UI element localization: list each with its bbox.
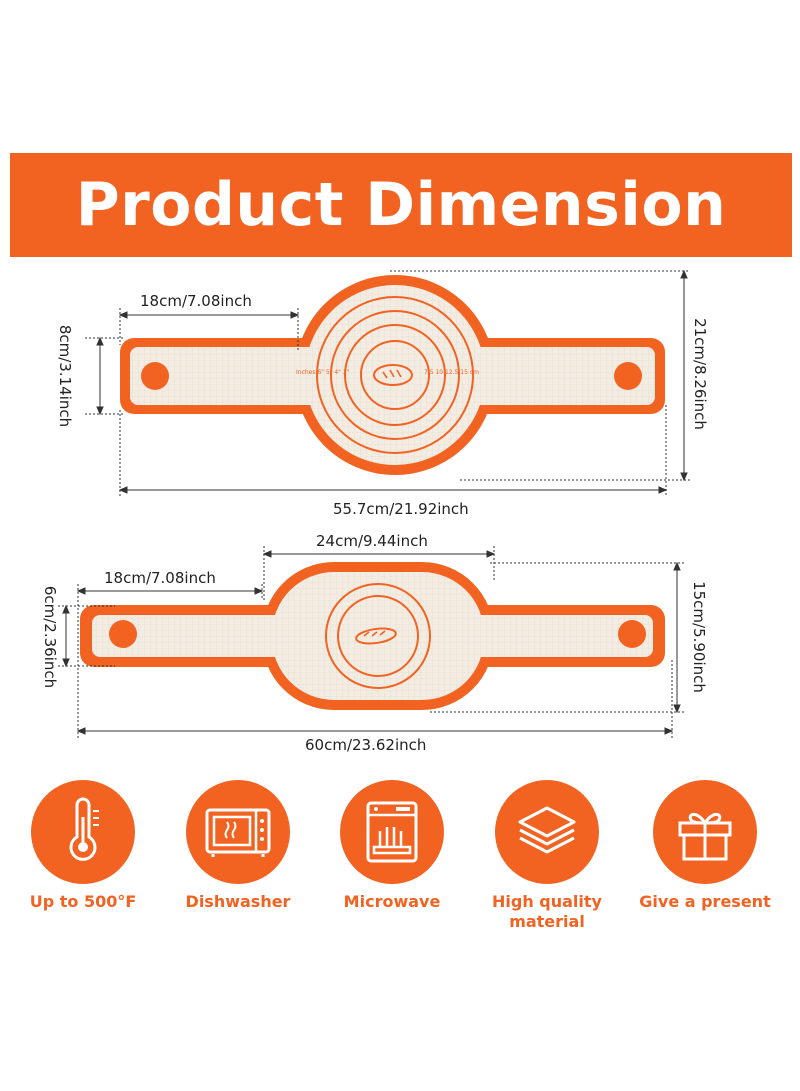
- handle-dot-left: [141, 362, 169, 390]
- oval-center-height-label: 15cm/5.90inch: [690, 581, 708, 693]
- feature-label: High quality material: [492, 892, 602, 931]
- bread-icon: [373, 364, 413, 386]
- feature-gift: Give a present: [630, 780, 780, 912]
- oval-mat-center-fill: [272, 572, 484, 700]
- title-banner: Product Dimension: [10, 153, 792, 257]
- baguette-icon: [355, 627, 397, 645]
- thermometer-icon: [69, 797, 99, 861]
- feature-circle: [495, 780, 599, 884]
- oval-center-width-label: 24cm/9.44inch: [316, 532, 428, 550]
- gift-icon: [678, 813, 732, 861]
- microwave-oven-icon: [205, 808, 271, 857]
- oval-handle-length-label: 18cm/7.08inch: [104, 569, 216, 587]
- feature-temperature: Up to 500°F: [8, 780, 158, 912]
- feature-label: Microwave: [343, 892, 441, 911]
- handle-dot-left: [109, 620, 137, 648]
- product-diagram: [58, 269, 690, 740]
- features-row: Up to 500°F Dishwasher: [0, 780, 800, 940]
- round-mat-dimension-lines: [85, 269, 690, 496]
- round-total-length-label: 55.7cm/21.92inch: [333, 500, 469, 518]
- feature-microwave: Microwave: [317, 780, 467, 912]
- handle-dot-right: [618, 620, 646, 648]
- feature-circle: [653, 780, 757, 884]
- feature-material: High quality material: [472, 780, 622, 932]
- ruler-inches-label: Inches 6" 5" 4" 3": [296, 369, 350, 376]
- feature-label: Give a present: [639, 892, 771, 911]
- feature-circle: [340, 780, 444, 884]
- round-mat: [120, 275, 665, 475]
- round-handle-height-label: 8cm/3.14inch: [56, 324, 74, 428]
- round-handle-length-label: 18cm/7.08inch: [140, 292, 252, 310]
- ruler-cm-label: 7.5 10 12.5 15 cm: [424, 369, 479, 376]
- banner-title: Product Dimension: [75, 170, 727, 240]
- feature-label: Up to 500°F: [29, 892, 137, 911]
- round-circle-height-label: 21cm/8.26inch: [691, 318, 709, 430]
- feature-dishwasher: Dishwasher: [163, 780, 313, 912]
- layers-icon: [518, 806, 576, 854]
- oval-handle-height-label: 6cm/2.36inch: [41, 585, 59, 689]
- handle-dot-right: [614, 362, 642, 390]
- feature-circle: [186, 780, 290, 884]
- feature-circle: [31, 780, 135, 884]
- dishwasher-icon: [366, 801, 418, 863]
- oval-total-length-label: 60cm/23.62inch: [305, 736, 427, 754]
- feature-label: Dishwasher: [185, 892, 291, 911]
- oval-mat: [80, 562, 665, 710]
- oval-mat-dimension-lines: [58, 546, 685, 740]
